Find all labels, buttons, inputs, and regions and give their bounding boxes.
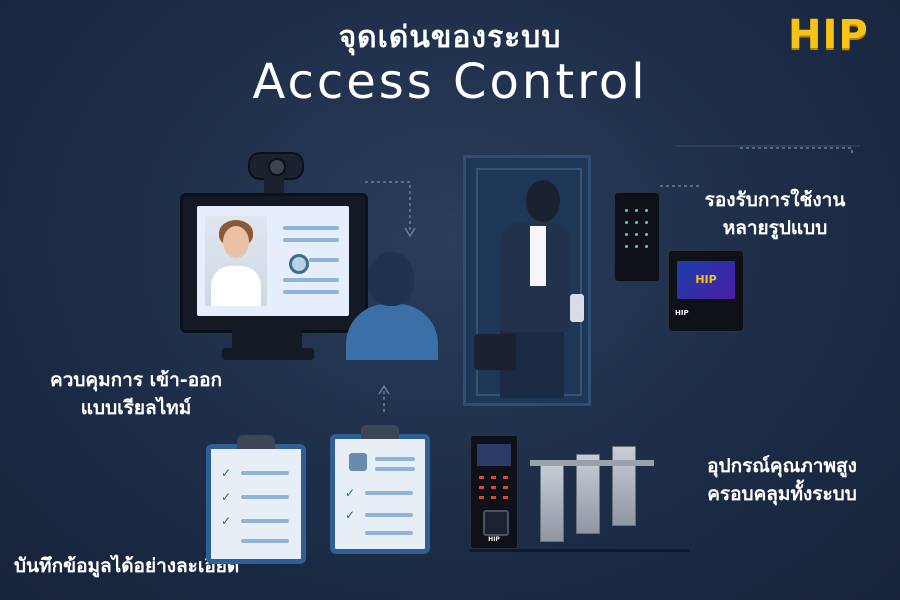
feature-multi-use-line2: หลายรูปแบบ <box>722 217 828 239</box>
reader-brand: HIP <box>488 536 500 543</box>
floor-line <box>470 549 690 552</box>
title-access-control: Access Control <box>252 54 648 110</box>
turnstile-top-rail <box>530 460 654 466</box>
feature-quality-line1: อุปกรณ์คุณภาพสูง <box>707 455 857 477</box>
checklist-clipboard-icon: ✓ ✓ ✓ <box>206 435 306 564</box>
monitor-screen <box>197 206 349 316</box>
face-terminal-screen: HIP <box>677 261 735 299</box>
feature-realtime-line1: ควบคุมการ เข้า-ออก <box>49 369 223 391</box>
feature-realtime: ควบคุมการ เข้า-ออก แบบเรียลไทม์ <box>16 366 256 422</box>
feature-records: บันทึกข้อมูลได้อย่างละเอียด <box>14 555 240 577</box>
door-handle <box>570 294 584 322</box>
status-ring-icon <box>289 254 309 274</box>
feature-realtime-line2: แบบเรียลไทม์ <box>80 397 192 419</box>
monitor-stand <box>232 330 302 352</box>
face-terminal-brand: HIP <box>675 309 689 317</box>
monitor-base <box>222 348 314 360</box>
keypad-reader-device <box>614 192 660 282</box>
webcam-neck <box>264 178 284 194</box>
feature-multi-use: รองรับการใช้งาน หลายรูปแบบ <box>660 186 890 242</box>
woman-shirt <box>530 226 546 286</box>
turnstile-gate <box>612 446 636 526</box>
feature-quality: อุปกรณ์คุณภาพสูง ครอบคลุมทั้งระบบ <box>672 452 892 508</box>
face-recognition-terminal: HIP HIP <box>668 250 744 332</box>
operator-body <box>346 304 438 360</box>
title-thai: จุดเด่นของระบบ <box>338 20 562 55</box>
feature-multi-use-line1: รองรับการใช้งาน <box>704 189 846 211</box>
fingerprint-icon <box>483 510 509 536</box>
feature-quality-line2: ครอบคลุมทั้งระบบ <box>707 483 857 505</box>
briefcase-icon <box>474 334 516 370</box>
woman-head <box>526 180 560 222</box>
fingerprint-reader-device: HIP <box>470 435 518 549</box>
turnstile-gate <box>576 454 600 534</box>
operator-head <box>368 252 414 306</box>
profile-clipboard-icon: ✓ ✓ <box>330 425 430 554</box>
turnstile-gate <box>540 462 564 542</box>
hip-logo: HIP <box>788 12 869 58</box>
profile-photo <box>205 216 267 306</box>
